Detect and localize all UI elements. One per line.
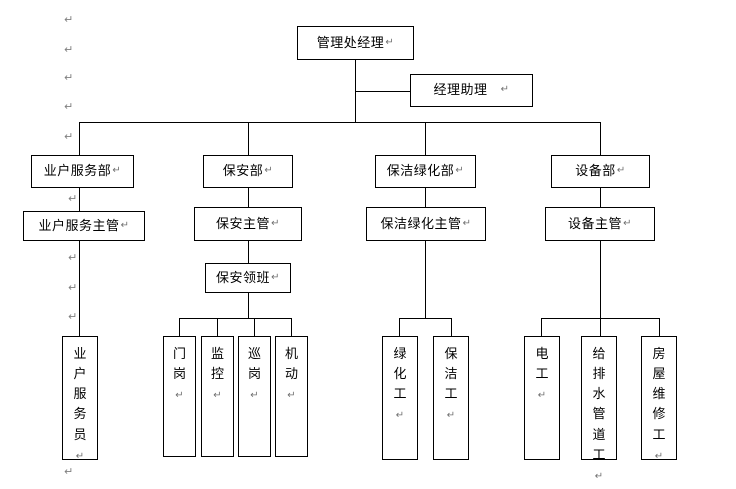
node-staff-customer-service[interactable]: 业户服务员↵ [62,336,98,462]
paragraph-mark-icon: ↵ [68,281,78,294]
connector-drop-landscape [399,318,400,336]
node-label: 机动↵ [285,346,299,402]
node-label: 保洁工↵ [444,346,458,422]
connector-drop-repair [659,318,660,336]
paragraph-mark-icon: ↵ [213,390,222,402]
node-label: 设备部 [575,163,616,179]
node-post-mobile[interactable]: 机动↵ [275,336,308,457]
paragraph-mark-icon: ↵ [264,165,274,177]
node-post-gate[interactable]: 门岗↵ [163,336,196,457]
node-assistant-label: 经理助理 [433,82,488,98]
paragraph-mark-icon: ↵ [64,13,74,26]
paragraph-mark-icon: ↵ [385,36,395,48]
node-post-monitoring[interactable]: 监控↵ [201,336,234,457]
paragraph-mark-icon: ↵ [616,165,626,177]
connector-drop-cleaning [425,122,426,156]
node-label: 业户服务主管 [38,217,120,233]
node-worker-landscaping[interactable]: 绿化工↵ [382,336,418,460]
node-department-customer-service[interactable]: 业户服务部↵ [31,155,134,188]
paragraph-mark-icon: ↵ [64,100,74,113]
node-worker-plumbing[interactable]: 给排水管道工↵ [581,336,617,482]
connector-security-dept-to-supervisor [248,188,249,212]
node-label: 门岗↵ [173,346,187,402]
connector-drop-clean [451,318,452,336]
node-label: 电工↵ [535,346,549,402]
connector-drop-monitor [217,318,218,336]
node-label: 房屋维修工↵ [652,346,666,462]
paragraph-mark-icon: ↵ [68,251,78,264]
paragraph-mark-icon: ↵ [623,217,632,229]
node-worker-building-repair[interactable]: 房屋维修工↵ [641,336,677,462]
node-label: 绿化工↵ [393,346,407,422]
connector-drop-electrician [541,318,542,336]
node-department-cleaning-landscaping[interactable]: 保洁绿化部↵ [375,155,476,188]
paragraph-mark-icon: ↵ [287,390,296,402]
connector-drop-mobile [291,318,292,336]
paragraph-mark-icon: ↵ [271,217,280,229]
node-label: 给排水管道工↵ [592,346,606,482]
paragraph-mark-icon: ↵ [455,165,465,177]
paragraph-mark-icon: ↵ [462,217,472,229]
node-manager-label: 管理处经理 [316,34,385,50]
node-worker-electrician[interactable]: 电工↵ [524,336,560,460]
connector-manager-to-assistant [355,91,411,92]
paragraph-mark-icon: ↵ [64,130,74,143]
connector-drop-gate [179,318,180,336]
paragraph-mark-icon: ↵ [654,450,664,462]
node-worker-cleaning[interactable]: 保洁工↵ [433,336,469,460]
node-supervisor-equipment[interactable]: 设备主管↵ [545,207,655,241]
connector-drop-patrol [254,318,255,336]
node-post-patrol[interactable]: 巡岗↵ [238,336,271,457]
connector-security-posts-bar [179,318,291,319]
node-assistant[interactable]: 经理助理 ↵ [410,74,533,107]
paragraph-mark-icon: ↵ [64,43,74,56]
node-foreman-security[interactable]: 保安领班↵ [205,263,291,293]
connector-foreman-stem [248,292,249,319]
paragraph-mark-icon: ↵ [537,390,547,402]
node-department-equipment[interactable]: 设备部↵ [551,155,650,188]
node-label: 保洁绿化部 [386,163,455,179]
connector-equipment-supervisor-stem [600,240,601,319]
paragraph-mark-icon: ↵ [75,450,85,462]
connector-drop-security [248,122,249,156]
paragraph-mark-icon: ↵ [68,310,78,323]
node-label: 保安主管 [216,215,271,231]
paragraph-mark-icon: ↵ [68,192,78,205]
paragraph-mark-icon: ↵ [250,390,259,402]
paragraph-mark-icon: ↵ [120,219,130,231]
node-label: 业户服务部 [43,163,112,179]
connector-security-supervisor-to-foreman [248,240,249,264]
connector-drop-plumber [600,318,601,336]
paragraph-mark-icon: ↵ [271,271,280,283]
node-department-security[interactable]: 保安部↵ [203,155,293,188]
node-label: 巡岗↵ [248,346,262,402]
connector-cleaning-workers-bar [399,318,452,319]
connector-drop-customer [79,122,80,156]
node-supervisor-customer-service[interactable]: 业户服务主管↵ [23,211,145,241]
paragraph-mark-icon: ↵ [175,390,184,402]
node-label: 业户服务员↵ [73,346,87,462]
connector-equipment-dept-to-supervisor [600,188,601,212]
paragraph-mark-icon: ↵ [395,410,405,422]
node-manager[interactable]: 管理处经理↵ [297,26,414,60]
connector-customer-dept-to-supervisor [79,188,80,212]
paragraph-mark-icon: ↵ [446,410,456,422]
connector-drop-equipment [600,122,601,156]
connector-department-bar [79,122,600,123]
node-label: 监控↵ [211,346,225,402]
paragraph-mark-icon: ↵ [64,71,74,84]
paragraph-mark-icon: ↵ [594,470,604,482]
paragraph-mark-icon: ↵ [112,165,122,177]
node-label: 保安领班 [216,269,271,285]
connector-cleaning-dept-to-supervisor [425,188,426,212]
node-label: 保安部 [222,163,264,179]
node-supervisor-security[interactable]: 保安主管↵ [194,207,302,241]
node-label: 保洁绿化主管 [380,215,462,231]
node-label: 设备主管 [568,215,623,231]
connector-customer-supervisor-to-staff [79,240,80,336]
paragraph-mark-icon: ↵ [500,84,510,96]
connector-cleaning-supervisor-stem [425,240,426,319]
node-supervisor-cleaning-landscaping[interactable]: 保洁绿化主管↵ [366,207,486,241]
paragraph-mark-icon: ↵ [64,465,74,478]
